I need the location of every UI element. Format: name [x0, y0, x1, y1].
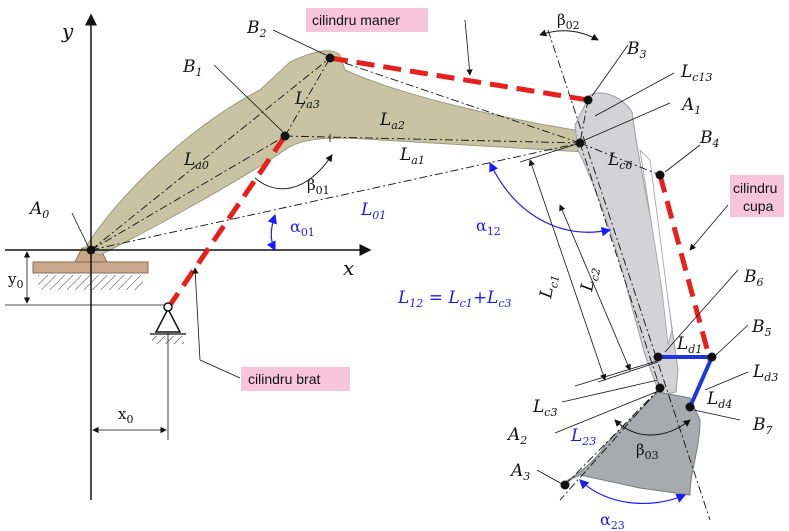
angle-label-alpha12: α12	[476, 216, 501, 238]
joints	[86, 53, 717, 490]
angle-label-alpha01: α01	[290, 217, 315, 239]
length-label-la3: La3	[294, 89, 320, 111]
alpha23-arc	[579, 479, 687, 505]
point-label-b5: B5	[751, 317, 772, 339]
cylinder-brat	[165, 134, 288, 310]
point-label-a3: A3	[509, 461, 530, 483]
angle-label-beta03: β03	[636, 441, 659, 462]
y-axis-label: y	[61, 19, 74, 43]
point-label-a2: A2	[506, 425, 527, 447]
length-label-lc3: Lc3	[532, 397, 557, 419]
tag-brat: cilindru brat	[248, 371, 320, 387]
point-label-b7: B7	[752, 415, 773, 437]
point-label-b3: B3	[626, 39, 647, 61]
point-label-a0: A0	[28, 199, 49, 221]
length-label-l23: L23	[570, 426, 596, 448]
beta03-arc	[614, 419, 691, 436]
cylinder-brat-support	[150, 302, 186, 344]
alpha01-arc	[266, 213, 277, 252]
length-label-lc2: Lc2	[577, 265, 603, 294]
length-label-lc1: Lc1	[536, 272, 562, 301]
stick-dimensions	[519, 142, 661, 387]
length-label-ld3: Ld3	[752, 362, 778, 384]
cylinder-maner	[329, 55, 589, 103]
length-label-lc13: Lc13	[680, 62, 712, 84]
point-label-b1: B1	[182, 57, 203, 79]
leader-lines	[71, 19, 749, 485]
point-label-b2: B2	[246, 18, 267, 40]
angle-label-beta02: β02	[557, 11, 580, 32]
point-label-b4: B4	[699, 128, 720, 150]
equation-l12: L12 = Lc1+Lc3	[397, 288, 512, 310]
tag-cupa-line2: cupa	[743, 198, 774, 214]
x0-label: x0	[118, 405, 133, 426]
tag-maner-bg	[306, 8, 428, 32]
length-label-ld4: Ld4	[706, 389, 732, 411]
length-label-la0: La0	[183, 150, 209, 172]
tag-cupa-bg	[730, 175, 784, 217]
length-label-ld1: Ld1	[676, 334, 702, 356]
x-axis-label: x	[343, 256, 354, 280]
length-label-l01: L01	[360, 200, 386, 222]
bucket-linkage	[658, 355, 714, 408]
hydraulic-cylinders	[165, 55, 713, 361]
beta02-arc	[539, 29, 599, 41]
stick-slot	[639, 148, 673, 346]
tag-brat-bg	[241, 367, 350, 391]
length-label-la2: La2	[379, 110, 405, 132]
y0-label: y0	[7, 270, 23, 291]
point-label-b6: B6	[743, 267, 764, 289]
beta01-arc	[254, 154, 333, 190]
arm-boom	[83, 50, 591, 256]
tag-cupa-line1: cilindru	[733, 180, 777, 196]
point-label-a1: A1	[680, 95, 701, 117]
stick	[574, 92, 679, 396]
tag-maner: cilindru maner	[312, 12, 400, 28]
angle-label-beta01: β01	[307, 176, 330, 197]
length-label-la1: La1	[399, 145, 425, 167]
cylinder-cupa	[657, 174, 713, 361]
length-label-lc6: Lc6	[607, 150, 632, 172]
angle-label-alpha23: α23	[600, 510, 625, 531]
